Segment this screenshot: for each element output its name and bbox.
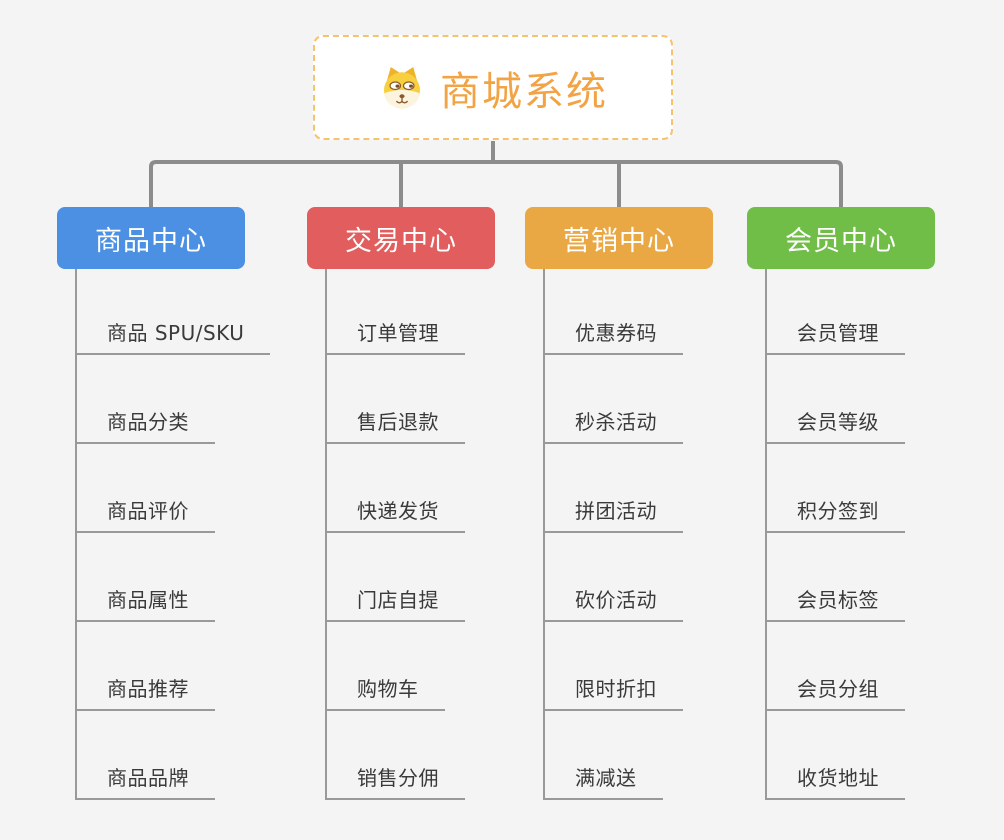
leaf-node[interactable]: 会员等级 [765, 355, 905, 444]
dog-face-icon [384, 66, 420, 108]
root-node[interactable]: 商城系统 [313, 35, 673, 140]
leaf-label: 秒杀活动 [543, 406, 683, 444]
leaf-node[interactable]: 订单管理 [325, 266, 465, 355]
root-title: 商城系统 [440, 68, 608, 115]
leaf-node[interactable]: 商品属性 [75, 533, 270, 622]
leaf-label: 限时折扣 [543, 673, 683, 711]
leaf-label: 优惠券码 [543, 317, 683, 355]
branch-descender-line [543, 269, 545, 800]
leaf-label: 商品分类 [75, 406, 215, 444]
leaf-node[interactable]: 会员管理 [765, 266, 905, 355]
leaf-node[interactable]: 砍价活动 [543, 533, 683, 622]
branch-label: 会员中心 [785, 225, 897, 257]
leaf-node[interactable]: 售后退款 [325, 355, 465, 444]
leaf-label: 购物车 [325, 673, 445, 711]
leaf-label: 会员等级 [765, 406, 905, 444]
leaf-label: 商品推荐 [75, 673, 215, 711]
branch-node-3[interactable]: 会员中心 [747, 207, 935, 269]
leaf-column-2: 优惠券码秒杀活动拼团活动砍价活动限时折扣满减送 [543, 266, 683, 800]
branch-node-2[interactable]: 营销中心 [525, 207, 713, 269]
leaf-column-0: 商品 SPU/SKU 商品分类商品评价商品属性商品推荐商品品牌 [75, 266, 271, 800]
leaf-label: 会员分组 [765, 673, 905, 711]
leaf-node[interactable]: 优惠券码 [543, 266, 683, 355]
leaf-column-1: 订单管理售后退款快递发货门店自提购物车销售分佣 [325, 266, 465, 800]
leaf-node[interactable]: 商品分类 [75, 355, 270, 444]
branch-descender-line [765, 269, 767, 800]
leaf-label: 商品评价 [75, 495, 215, 533]
leaf-node[interactable]: 拼团活动 [543, 444, 683, 533]
leaf-node[interactable]: 限时折扣 [543, 622, 683, 711]
leaf-node[interactable]: 销售分佣 [325, 711, 465, 800]
leaf-label: 销售分佣 [325, 762, 465, 800]
branch-node-0[interactable]: 商品中心 [57, 207, 245, 269]
branch-label: 营销中心 [563, 225, 675, 257]
branch-label: 商品中心 [95, 225, 207, 257]
leaf-node[interactable]: 秒杀活动 [543, 355, 683, 444]
leaf-node[interactable]: 商品品牌 [75, 711, 270, 800]
leaf-node[interactable]: 积分签到 [765, 444, 905, 533]
branch-descender-line [325, 269, 327, 800]
branch-descender-line [75, 269, 77, 800]
leaf-node[interactable]: 商品推荐 [75, 622, 270, 711]
leaf-node[interactable]: 收货地址 [765, 711, 905, 800]
leaf-label: 砍价活动 [543, 584, 683, 622]
leaf-label: 收货地址 [765, 762, 905, 800]
leaf-label: 会员管理 [765, 317, 905, 355]
leaf-node[interactable]: 购物车 [325, 622, 465, 711]
leaf-node[interactable]: 门店自提 [325, 533, 465, 622]
leaf-label: 门店自提 [325, 584, 465, 622]
leaf-label: 商品属性 [75, 584, 215, 622]
branch-label: 交易中心 [345, 225, 457, 257]
leaf-node[interactable]: 满减送 [543, 711, 683, 800]
leaf-label: 售后退款 [325, 406, 465, 444]
leaf-node[interactable]: 商品 SPU/SKU [75, 266, 271, 355]
branch-node-1[interactable]: 交易中心 [307, 207, 495, 269]
leaf-label: 商品品牌 [75, 762, 215, 800]
leaf-label: 满减送 [543, 762, 663, 800]
leaf-node[interactable]: 会员分组 [765, 622, 905, 711]
leaf-label: 会员标签 [765, 584, 905, 622]
leaf-label: 拼团活动 [543, 495, 683, 533]
leaf-label: 商品 SPU/SKU [75, 317, 271, 355]
leaf-column-3: 会员管理会员等级积分签到会员标签会员分组收货地址 [765, 266, 905, 800]
leaf-node[interactable]: 会员标签 [765, 533, 905, 622]
leaf-node[interactable]: 快递发货 [325, 444, 465, 533]
leaf-node[interactable]: 商品评价 [75, 444, 270, 533]
leaf-label: 积分签到 [765, 495, 905, 533]
leaf-label: 快递发货 [325, 495, 465, 533]
leaf-label: 订单管理 [325, 317, 465, 355]
